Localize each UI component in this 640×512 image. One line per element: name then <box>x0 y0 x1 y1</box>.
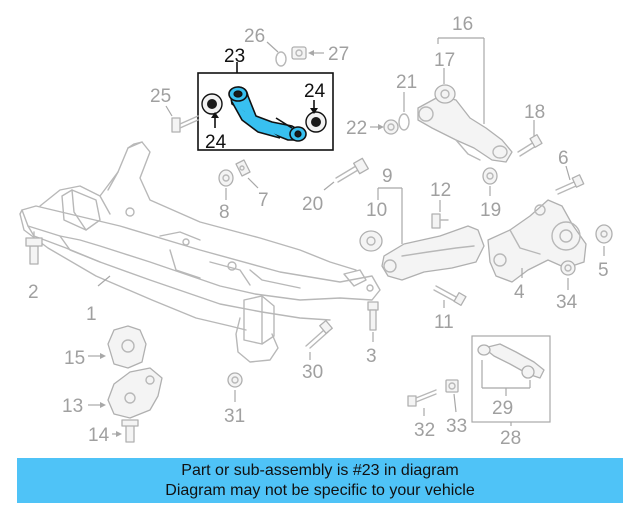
bushing-part-24-left <box>201 93 223 115</box>
banner-line-1: Part or sub-assembly is #23 in diagram <box>181 461 459 479</box>
lower-arm-part-9 <box>381 225 485 281</box>
callout-34: 34 <box>556 292 578 313</box>
callout-31: 31 <box>224 406 245 427</box>
bushing-part-31 <box>227 372 243 388</box>
callout-11: 11 <box>434 312 454 333</box>
bolt-part-20 <box>335 157 369 183</box>
bracket-part-7 <box>235 159 251 177</box>
knuckle-part-4 <box>487 199 587 283</box>
callout-22: 22 <box>346 118 367 139</box>
callout-17: 17 <box>434 50 455 71</box>
bushing-part-5 <box>595 224 613 244</box>
bracket-part-13 <box>107 367 163 419</box>
bolt-part-2 <box>25 231 43 265</box>
callout-8: 8 <box>219 202 230 223</box>
callout-25: 25 <box>150 86 171 107</box>
callout-2: 2 <box>28 282 39 303</box>
clip-part-26 <box>275 51 287 67</box>
callout-24-right: 24 <box>304 81 326 102</box>
upper-link-part-16 <box>417 95 513 163</box>
callout-19: 19 <box>480 200 501 221</box>
washer-part-21 <box>398 113 410 131</box>
callout-12: 12 <box>430 180 451 201</box>
callout-21: 21 <box>396 72 417 93</box>
bolt-part-12 <box>431 213 449 229</box>
highlight-box-23 <box>197 72 334 151</box>
banner-line-2: Diagram may not be specific to your vehi… <box>165 481 475 499</box>
bolt-part-11 <box>433 285 467 306</box>
bolt-part-6 <box>555 174 585 195</box>
callout-5: 5 <box>598 260 609 281</box>
bolt-part-30 <box>305 319 333 349</box>
link-kit-part-29 <box>477 343 545 379</box>
callout-13: 13 <box>62 396 83 417</box>
callout-3: 3 <box>366 346 377 367</box>
callout-6: 6 <box>558 148 569 169</box>
callout-18: 18 <box>524 102 545 123</box>
callout-14: 14 <box>88 425 110 446</box>
bushing-part-8 <box>218 169 234 187</box>
callout-33: 33 <box>446 416 467 437</box>
callout-28: 28 <box>500 428 521 449</box>
bolt-part-14 <box>121 419 139 443</box>
nut-part-22 <box>383 119 399 135</box>
nut-part-33 <box>445 379 459 393</box>
callout-32: 32 <box>414 420 435 441</box>
bolt-part-32 <box>407 389 437 407</box>
callout-1: 1 <box>86 304 97 325</box>
callout-30: 30 <box>302 362 323 383</box>
callout-9: 9 <box>382 166 393 187</box>
callout-15: 15 <box>64 348 85 369</box>
bolt-part-3 <box>367 301 379 331</box>
bolt-part-18 <box>517 134 543 157</box>
nut-part-27 <box>291 46 307 60</box>
bushing-part-19 <box>482 167 498 185</box>
callout-29: 29 <box>492 398 513 419</box>
bushing-part-17 <box>434 84 456 104</box>
callout-23: 23 <box>224 46 245 67</box>
bolt-part-25 <box>171 115 199 133</box>
callout-10: 10 <box>366 200 387 221</box>
callout-7: 7 <box>258 190 269 211</box>
subframe-part-1 <box>19 141 381 363</box>
callout-16: 16 <box>452 14 473 35</box>
callout-4: 4 <box>514 282 525 303</box>
control-arm-part-23 <box>228 86 307 142</box>
callout-27: 27 <box>328 44 349 65</box>
bushing-part-34 <box>560 260 576 276</box>
callout-24-left: 24 <box>205 132 227 153</box>
callout-20: 20 <box>302 194 323 215</box>
bushing-part-24-right <box>305 111 327 133</box>
callout-26: 26 <box>244 26 265 47</box>
bushing-part-10 <box>359 230 383 252</box>
info-banner: Part or sub-assembly is #23 in diagram D… <box>17 458 623 503</box>
mount-part-15 <box>107 325 147 369</box>
